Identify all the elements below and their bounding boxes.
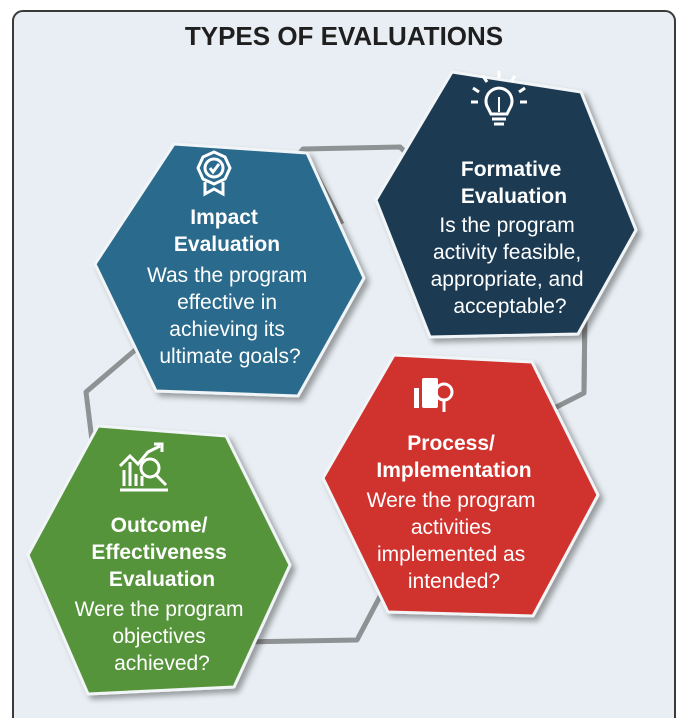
process-heading-line-2: Implementation: [376, 459, 531, 482]
award-badge-icon: [196, 150, 232, 197]
impact-body: Was the program effective in achieving i…: [147, 264, 313, 368]
document-search-icon: [414, 378, 454, 412]
process-body-line-4: intended?: [408, 570, 500, 593]
impact-heading-line-1: Impact: [190, 206, 258, 229]
impact-heading: Impact Evaluation: [174, 206, 280, 256]
formative-hexagon: [374, 70, 638, 339]
formative-body-line-4: acceptable?: [453, 295, 566, 318]
page-title: TYPES OF EVALUATIONS: [185, 21, 503, 51]
outcome-heading-line-3: Evaluation: [109, 568, 215, 591]
process-body-line-3: implemented as: [377, 543, 525, 566]
impact-body-line-2: effective in: [177, 291, 277, 314]
process-body: Were the program activities implemented …: [367, 489, 542, 593]
diagram-frame: TYPES OF EVALUATIONS Impact Evaluation W…: [12, 10, 676, 718]
process-heading: Process/ Implementation: [376, 432, 531, 482]
outcome-card: [26, 424, 292, 696]
process-card: [321, 353, 600, 618]
impact-hexagon: [93, 142, 366, 398]
impact-body-line-4: ultimate goals?: [159, 345, 300, 368]
impact-card: [93, 142, 366, 398]
outcome-body-line-3: achieved?: [114, 652, 210, 675]
process-heading-line-1: Process/: [407, 432, 495, 455]
outcome-hexagon: [26, 424, 292, 696]
outcome-heading: Outcome/ Effectiveness Evaluation: [91, 514, 232, 591]
formative-heading-line-2: Evaluation: [461, 185, 567, 208]
chart-magnifier-icon: [118, 442, 168, 492]
impact-body-line-3: achieving its: [169, 318, 285, 341]
formative-heading-line-1: Formative: [461, 158, 561, 181]
outcome-body: Were the program objectives achieved?: [75, 598, 250, 675]
formative-body-line-2: activity feasible,: [433, 241, 581, 264]
lightbulb-icon: [471, 71, 527, 126]
formative-body-line-3: appropriate, and: [431, 268, 584, 291]
process-hexagon: [321, 353, 600, 618]
impact-body-line-1: Was the program: [147, 264, 307, 287]
outcome-body-line-2: objectives: [112, 625, 205, 648]
formative-heading: Formative Evaluation: [461, 158, 567, 208]
process-body-line-1: Were the program: [367, 489, 536, 512]
impact-heading-line-2: Evaluation: [174, 233, 280, 256]
outcome-heading-line-2: Effectiveness: [91, 541, 226, 564]
outcome-heading-line-1: Outcome/: [111, 514, 208, 537]
evaluations-diagram: TYPES OF EVALUATIONS Impact Evaluation W…: [12, 10, 676, 718]
outcome-body-line-1: Were the program: [75, 598, 244, 621]
formative-body: Is the program activity feasible, approp…: [431, 214, 590, 318]
formative-body-line-1: Is the program: [439, 214, 574, 237]
process-body-line-2: activities: [411, 516, 492, 539]
formative-card: [374, 70, 638, 339]
